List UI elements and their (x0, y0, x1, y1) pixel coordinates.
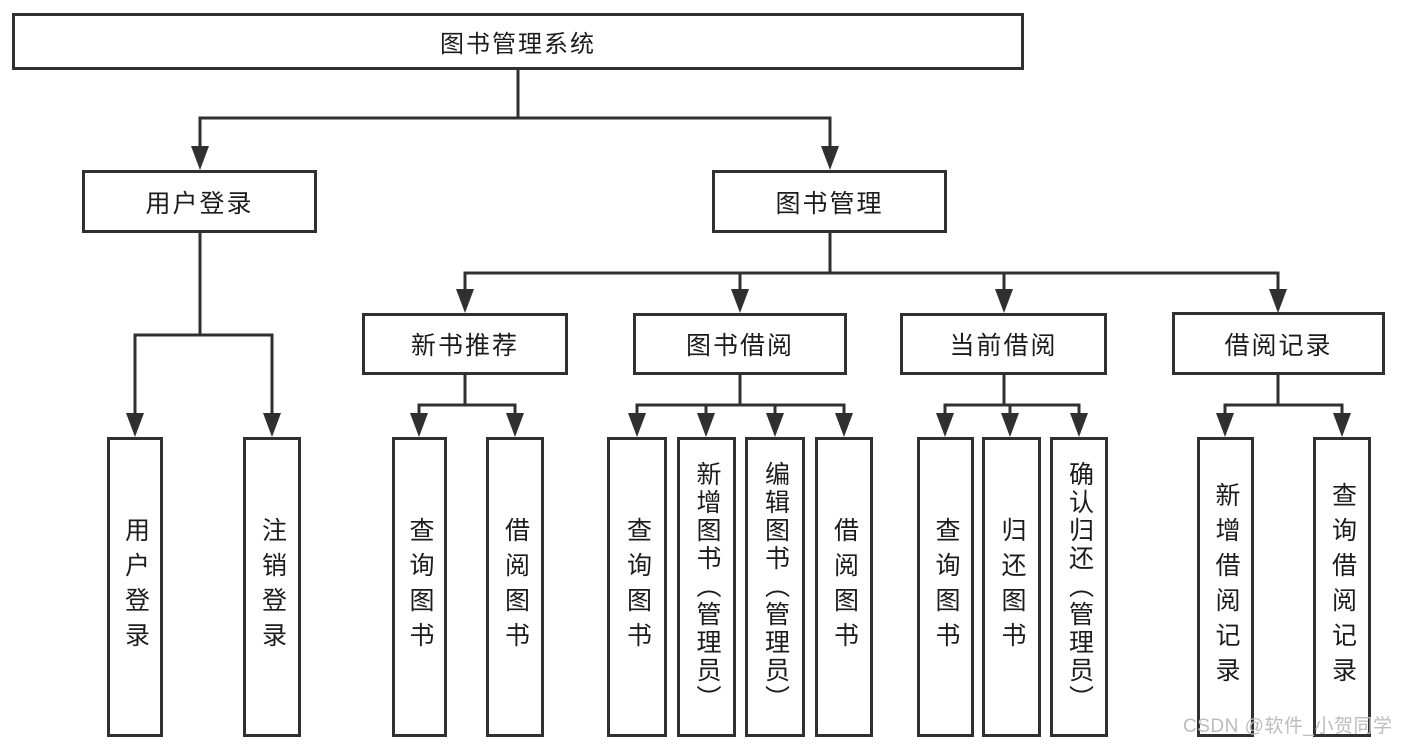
node-new-book-recommend: 新书推荐 (362, 313, 568, 375)
node-label: 用户登录 (145, 189, 254, 218)
leaf-confirm-return-admin: 确认归还（管理员） (1050, 437, 1108, 737)
node-book-management-branch: 图书管理 (712, 170, 947, 233)
leaf-query-books-borrow: 查询图书 (607, 437, 667, 737)
node-user-login-branch: 用户登录 (82, 170, 317, 233)
leaf-borrow-books: 借阅图书 (815, 437, 873, 737)
leaf-label: 查询借阅记录 (1328, 482, 1357, 692)
node-label: 图书借阅 (685, 332, 794, 360)
leaf-borrow-books-recommend: 借阅图书 (486, 437, 544, 737)
node-label: 借阅记录 (1224, 331, 1333, 360)
node-root: 图书管理系统 (12, 13, 1024, 70)
leaf-return-books: 归还图书 (982, 437, 1041, 737)
leaf-add-books-admin: 新增图书（管理员） (677, 437, 736, 737)
leaf-label: 借阅图书 (501, 517, 530, 657)
leaf-label: 确认归还（管理员） (1065, 461, 1094, 713)
leaf-query-borrow-record: 查询借阅记录 (1313, 437, 1371, 737)
leaf-label: 用户登录 (121, 517, 150, 657)
leaf-logout: 注销登录 (243, 437, 301, 737)
leaf-query-books-recommend: 查询图书 (392, 437, 447, 737)
node-label: 新书推荐 (410, 332, 519, 360)
watermark: CSDN @软件_小贺同学 (1183, 716, 1393, 737)
node-root-label: 图书管理系统 (440, 31, 596, 58)
leaf-label: 查询图书 (932, 517, 960, 657)
leaf-edit-books-admin: 编辑图书（管理员） (745, 437, 805, 737)
leaf-label: 查询图书 (406, 517, 434, 657)
leaf-label: 新增借阅记录 (1212, 482, 1240, 692)
leaf-label: 归还图书 (998, 517, 1026, 657)
leaf-user-login: 用户登录 (107, 437, 163, 737)
leaf-query-books-current: 查询图书 (917, 437, 974, 737)
leaf-add-borrow-record: 新增借阅记录 (1197, 437, 1254, 737)
node-borrow-records: 借阅记录 (1172, 312, 1385, 375)
node-book-borrow: 图书借阅 (633, 313, 847, 375)
leaf-label: 新增图书（管理员） (693, 461, 721, 713)
node-label: 当前借阅 (949, 332, 1058, 360)
leaf-label: 注销登录 (258, 517, 287, 657)
node-label: 图书管理 (775, 189, 884, 218)
leaf-label: 借阅图书 (830, 517, 859, 657)
leaf-label: 编辑图书（管理员） (761, 461, 790, 713)
node-current-borrow: 当前借阅 (900, 313, 1107, 375)
leaf-label: 查询图书 (623, 517, 652, 657)
